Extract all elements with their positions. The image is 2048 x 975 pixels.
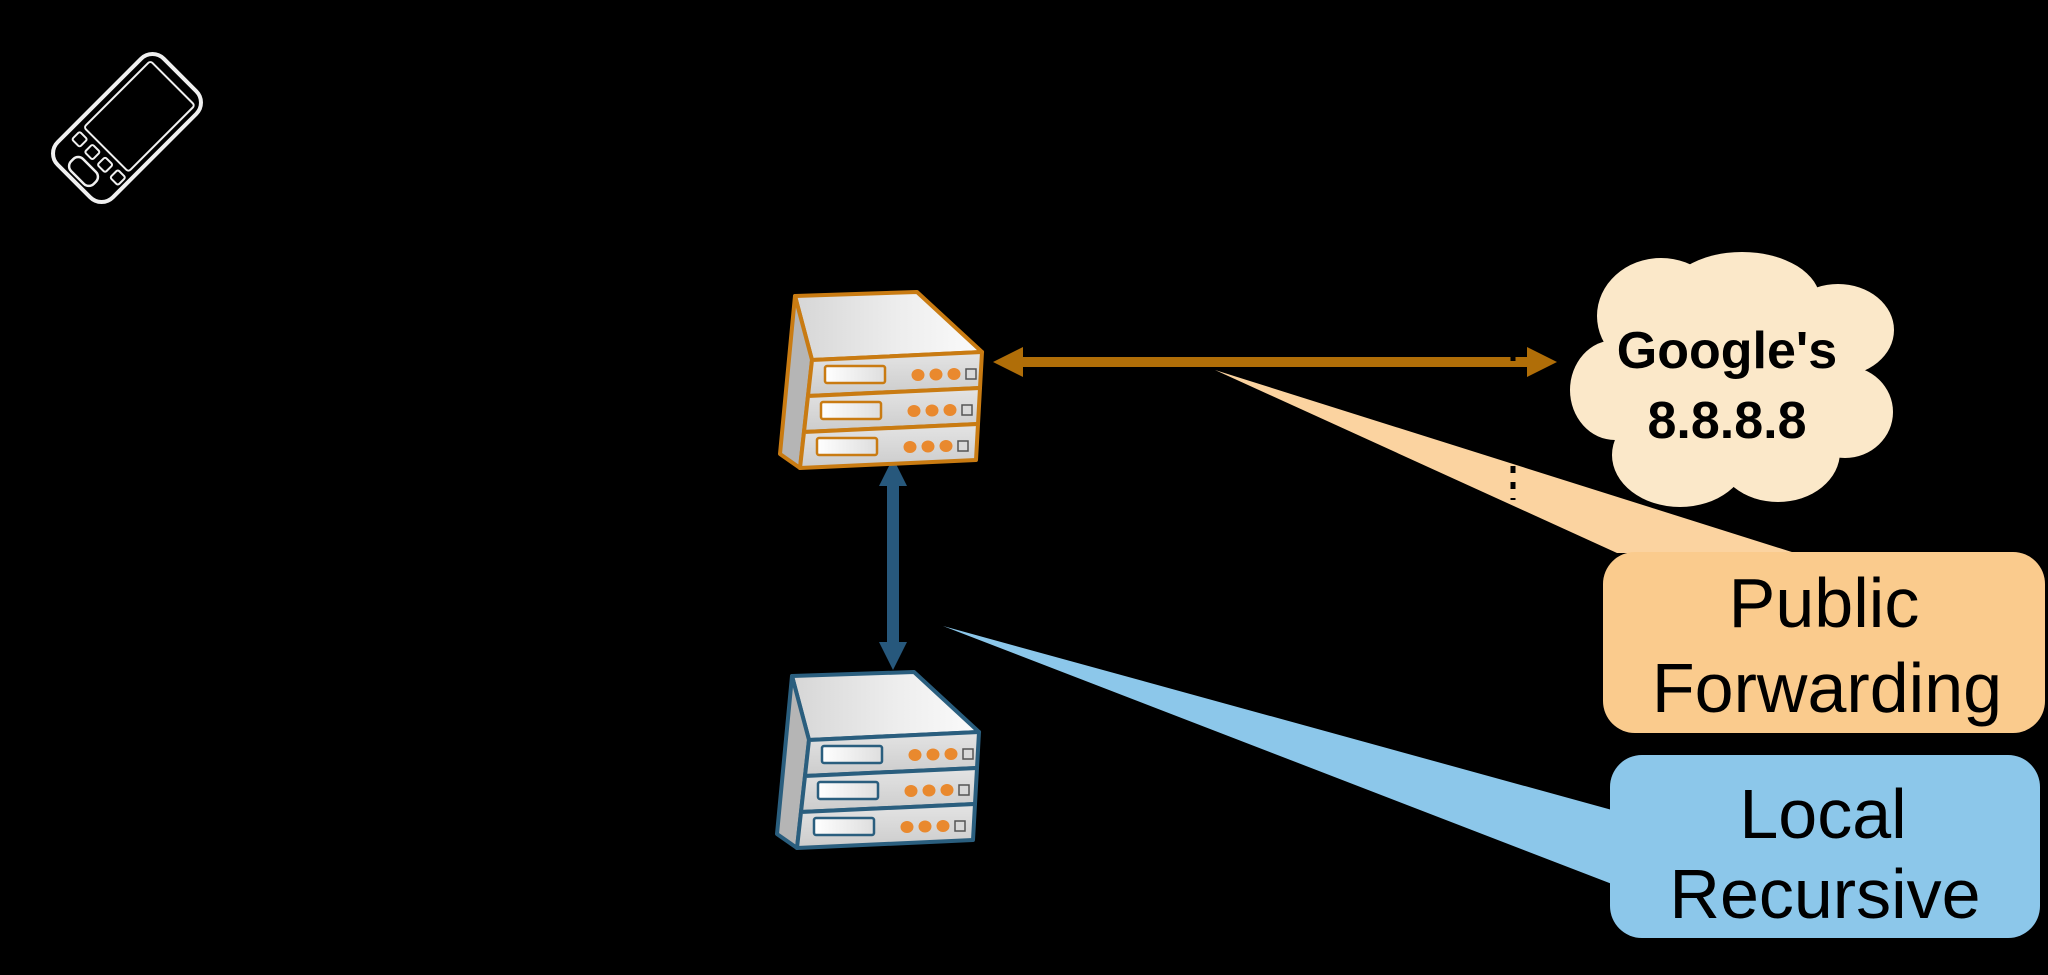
public-callout-wedge: [1215, 370, 1795, 553]
cloud-icon: [1570, 252, 1894, 507]
double-arrow-horizontal-icon: [993, 347, 1557, 377]
cloud-label-line1: Google's: [1617, 322, 1837, 380]
local-callout-wedge: [943, 626, 1612, 884]
server-stack-icon-forwarding: [778, 290, 984, 470]
public-forwarding-label-line1: Public: [1729, 564, 1920, 642]
double-arrow-vertical-icon: [879, 458, 907, 670]
local-recursive-label-line2: Recursive: [1669, 855, 1980, 933]
local-recursive-label-line1: Local: [1739, 775, 1906, 853]
public-forwarding-label-line2: Forwarding: [1652, 649, 2002, 727]
server-stack-icon-recursive: [775, 670, 981, 850]
public-forwarding-callout: [1603, 552, 2045, 733]
smartphone-icon: [51, 52, 203, 204]
cloud-label-line2: 8.8.8.8: [1647, 392, 1806, 450]
local-recursive-callout: [1610, 755, 2040, 938]
